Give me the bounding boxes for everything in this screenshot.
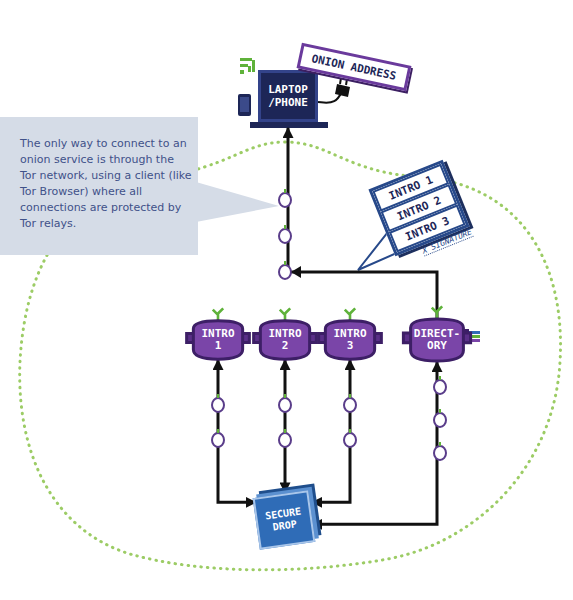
relay-sprout [349,394,351,398]
signal-icon [240,58,252,61]
relay-body [279,229,291,243]
node-text: ONION ADDRESS [311,52,398,83]
tor-relay [279,261,291,279]
relay-sprout [349,429,351,433]
node-text: INTRO 2 [263,328,307,352]
signal-icon [240,64,248,67]
sprout-icon [432,306,442,318]
relay-body [434,413,446,427]
signal-icon [240,70,244,74]
tor-circuit-arrow [312,362,437,524]
relay-body [344,433,356,447]
relay-sprout [284,225,286,229]
relay-body [279,433,291,447]
tor-relay [434,409,446,427]
directory-node: DIRECT- ORY [407,318,467,362]
plug-icon [335,84,350,97]
relay-sprout [284,429,286,433]
node-text: DIRECT- ORY [412,328,462,352]
tor-relay [344,394,356,412]
phone-icon [238,94,251,116]
relay-body [279,193,291,207]
onion-body [260,321,309,359]
phone-screen [240,97,249,112]
relay-sprout [284,261,286,265]
plug-prongs [340,78,347,85]
node-text: INTRO 1 [196,328,240,352]
tor-relay [212,394,224,412]
node-text: LAPTOP /PHONE [263,83,313,109]
tor-relay [344,429,356,447]
signal-icon [248,66,251,72]
relay-sprout [439,409,441,413]
tor-relay [279,225,291,243]
relay-sprout [284,189,286,193]
tor-relay [279,394,291,412]
tor-relay [434,376,446,394]
relay-sprout [217,429,219,433]
signal-icon [252,60,255,72]
sprout-icon [213,308,223,320]
relay-body [279,265,291,279]
relay-sprout [439,376,441,380]
sprout-icon [280,308,290,320]
node-text: SECURE DROP [259,505,310,535]
relay-sprout [439,442,441,446]
onion-body [193,321,242,359]
relay-body [434,380,446,394]
tor-relay [279,189,291,207]
tor-relay [279,429,291,447]
node-text: INTRO 3 [328,328,372,352]
securedrop-server: SECURE DROP [253,490,316,549]
intro-point: INTRO 3 [322,320,378,360]
relay-body [212,398,224,412]
tor-circuit-arrow [312,360,350,502]
sprout-icon [345,308,355,320]
laptop-base [250,122,328,128]
intro-point: INTRO 1 [190,320,246,360]
tor-relay [212,429,224,447]
tor-relay [434,442,446,460]
intro-point: INTRO 2 [257,320,313,360]
laptop-device: LAPTOP /PHONE [258,70,318,122]
tor-circuit-arrow [284,360,287,492]
relay-sprout [217,394,219,398]
junction-arrowhead [291,266,301,278]
relay-body [212,433,224,447]
onion-body [325,321,374,359]
callout-pointer [196,182,279,222]
relay-body [279,398,291,412]
tor-circuit-arrow [218,360,256,502]
relay-body [434,446,446,460]
node-text: The only way to connect to an onion serv… [20,136,192,232]
relay-body [344,398,356,412]
relay-sprout [284,394,286,398]
onion-body [411,319,464,361]
cable-connector [318,89,343,102]
callout-box: The only way to connect to an onion serv… [0,117,198,255]
